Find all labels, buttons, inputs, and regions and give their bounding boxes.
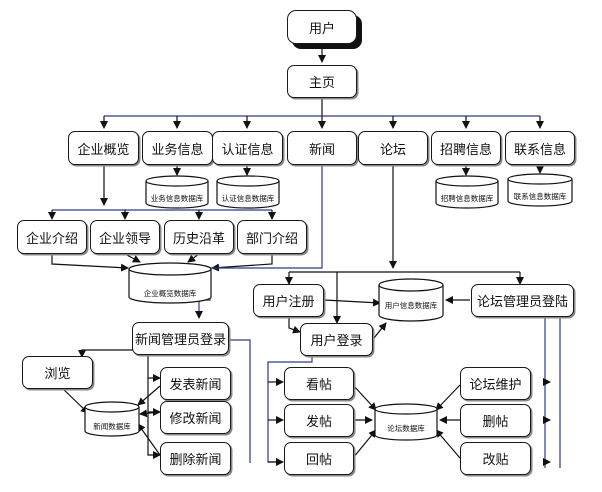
db-label: 联系信息数据库 [513, 192, 567, 201]
node-business-info: 业务信息 [142, 131, 213, 165]
db-label: 企业概览数据库 [143, 289, 197, 298]
node-forum-maintain: 论坛维护 [460, 367, 531, 400]
node-change-post: 改贴 [460, 442, 531, 475]
db-label: 论坛数据库 [387, 424, 425, 433]
node-contact-info: 联系信息 [505, 131, 575, 165]
node-user-login: 用户登录 [300, 323, 373, 356]
db-news: 新闻数据库 [84, 401, 140, 437]
node-user-top: 用户 [287, 10, 357, 44]
node-delete-post: 删帖 [460, 404, 531, 437]
node-edit-news: 修改新闻 [160, 401, 231, 434]
database-cylinder-icon [435, 175, 499, 209]
database-cylinder-icon [507, 173, 573, 207]
database-cylinder-icon [84, 401, 140, 437]
database-cylinder-icon [145, 175, 209, 209]
node-browse: 浏览 [22, 356, 93, 389]
db-label: 业务信息数据库 [150, 194, 204, 203]
node-news-admin-login: 新闻管理员登录 [132, 322, 229, 355]
node-user-register: 用户注册 [253, 284, 324, 317]
db-user: 用户信息数据库 [378, 278, 444, 322]
node-company-overview: 企业概览 [68, 131, 139, 165]
node-cert-info: 认证信息 [212, 131, 283, 165]
node-view-post: 看帖 [284, 367, 354, 400]
node-home: 主页 [287, 65, 357, 98]
db-recruit: 招聘信息数据库 [435, 175, 499, 209]
db-cert: 认证信息数据库 [216, 175, 280, 209]
db-label: 招聘信息数据库 [440, 194, 494, 203]
node-news: 新闻 [287, 131, 357, 165]
database-cylinder-icon [128, 262, 212, 304]
db-contact: 联系信息数据库 [507, 173, 573, 207]
database-cylinder-icon [216, 175, 280, 209]
node-forum: 论坛 [358, 131, 428, 165]
db-forum: 论坛数据库 [374, 403, 438, 441]
node-reply: 回帖 [284, 442, 354, 475]
db-business: 业务信息数据库 [145, 175, 209, 209]
db-overview: 企业概览数据库 [128, 262, 212, 304]
database-cylinder-icon [374, 403, 438, 441]
db-label: 认证信息数据库 [221, 194, 275, 203]
database-cylinder-icon [378, 278, 444, 322]
node-company-intro: 企业介绍 [17, 220, 87, 254]
node-recruit-info: 招聘信息 [431, 131, 501, 165]
node-history: 历史沿革 [164, 220, 234, 254]
node-forum-admin-login: 论坛管理员登陆 [471, 284, 574, 317]
node-post: 发帖 [284, 404, 354, 437]
node-company-leaders: 企业领导 [90, 220, 160, 254]
db-label: 用户信息数据库 [384, 301, 438, 310]
node-publish-news: 发表新闻 [160, 367, 231, 400]
node-dept-intro: 部门介绍 [237, 220, 307, 254]
db-label: 新闻数据库 [93, 422, 131, 431]
node-delete-news: 删除新闻 [160, 442, 231, 475]
